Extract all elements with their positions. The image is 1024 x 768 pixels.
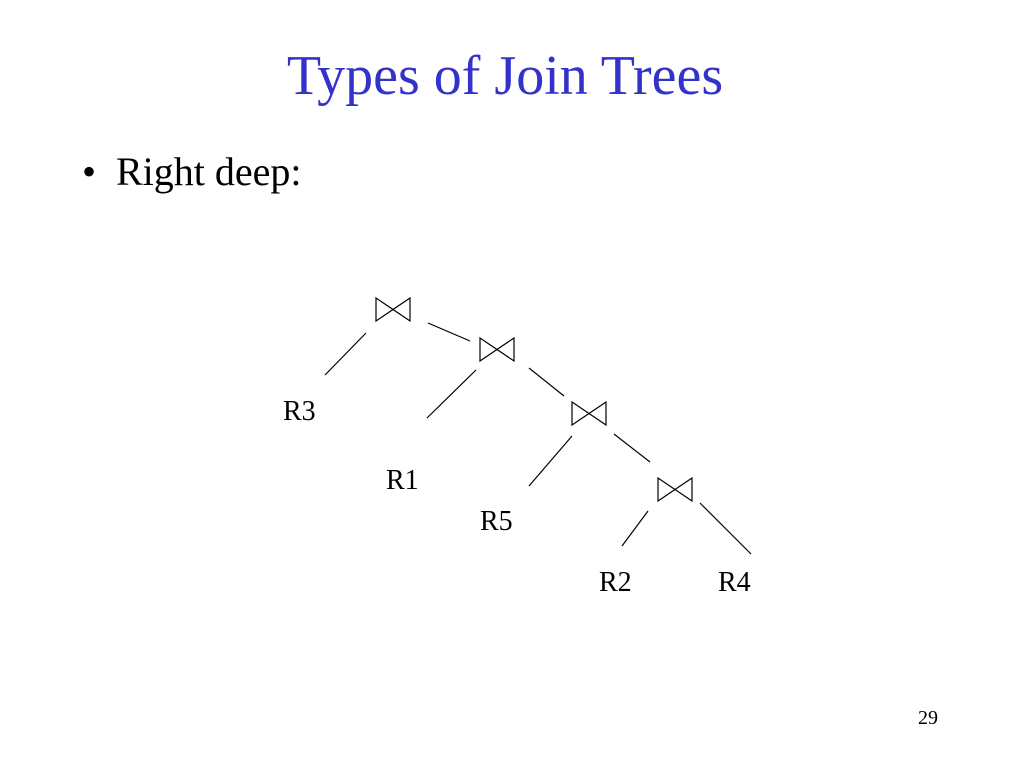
edge-join-4-to-r2	[621, 510, 649, 547]
edge-root-to-join-2	[427, 322, 471, 342]
join-icon-root	[375, 296, 411, 323]
bullet-text: Right deep:	[116, 149, 302, 194]
leaf-label-r4: R4	[718, 567, 751, 598]
leaf-label-r3: R3	[283, 396, 316, 427]
join-icon-level-3	[571, 400, 607, 427]
join-icon-level-2	[479, 336, 515, 363]
edge-join-3-to-join-4	[613, 433, 651, 463]
edge-join-2-to-join-3	[528, 367, 565, 397]
join-icon-level-4	[657, 476, 693, 503]
leaf-label-r5: R5	[480, 506, 513, 537]
leaf-label-r1: R1	[386, 465, 419, 496]
edge-join-4-to-r4	[699, 502, 752, 555]
bullet-symbol: •	[82, 149, 97, 194]
edge-join-3-to-r5	[528, 435, 573, 487]
edge-join-2-to-r1	[426, 369, 477, 419]
leaf-label-r2: R2	[599, 567, 632, 598]
page-number: 29	[918, 707, 938, 729]
edge-root-to-r3	[324, 332, 367, 376]
slide-title: Types of Join Trees	[286, 45, 724, 107]
bullet-item: • Right deep:	[82, 146, 302, 198]
